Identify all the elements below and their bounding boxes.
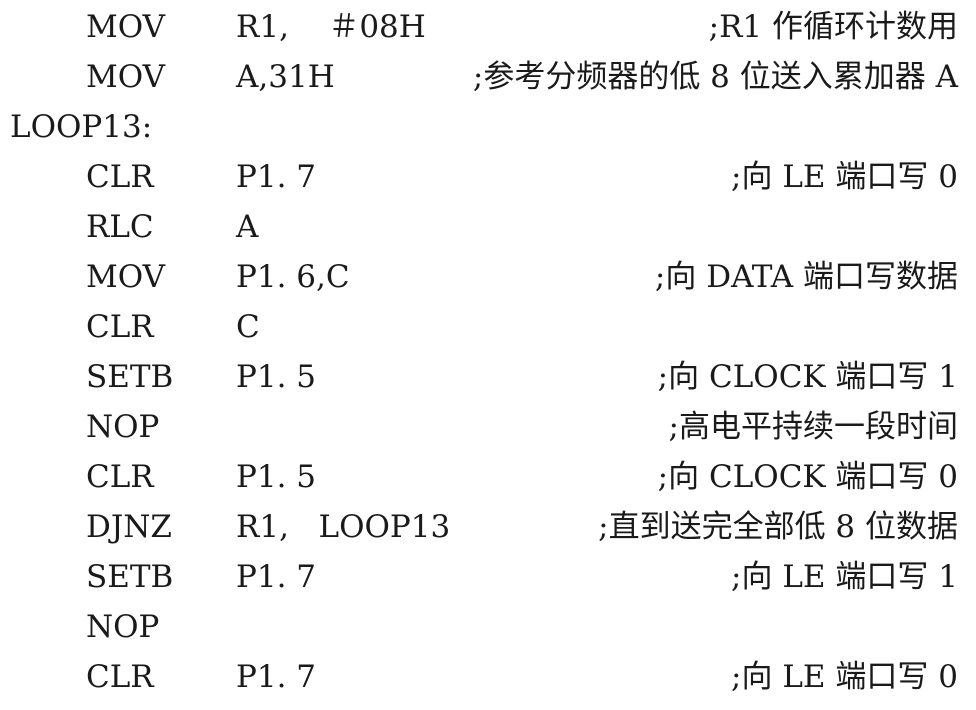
- line-comment: ;参考分频器的低 8 位送入累加器 A: [472, 59, 958, 95]
- line-operands: A: [236, 209, 259, 245]
- line-opcode: SETB: [86, 559, 174, 595]
- line-comment: ;高电平持续一段时间: [668, 409, 958, 445]
- line-operands: P1. 6,C: [236, 259, 350, 295]
- code-line: CLR C: [0, 302, 976, 352]
- line-operands: P1. 5: [236, 359, 317, 395]
- line-comment: ;R1 作循环计数用: [708, 9, 958, 45]
- line-operands: R1, LOOP13: [236, 509, 451, 545]
- line-operands: P1. 7: [236, 559, 317, 595]
- line-operands: A,31H: [236, 59, 335, 95]
- line-comment: ;向 CLOCK 端口写 0: [657, 459, 958, 495]
- line-opcode: CLR: [86, 159, 154, 195]
- code-line: CLR P1. 7 ;向 LE 端口写 0: [0, 652, 976, 702]
- line-comment: ;向 CLOCK 端口写 1: [657, 359, 958, 395]
- code-line: CLR P1. 7 ;向 LE 端口写 0: [0, 152, 976, 202]
- line-operands: C: [236, 309, 260, 345]
- line-operands: R1, ＃08H: [236, 9, 426, 45]
- line-opcode: MOV: [86, 9, 165, 45]
- line-opcode: CLR: [86, 309, 154, 345]
- code-line: LOOP13:: [0, 102, 976, 152]
- line-opcode: NOP: [86, 609, 160, 645]
- code-line: MOV R1, ＃08H ;R1 作循环计数用: [0, 2, 976, 52]
- line-operands: P1. 7: [236, 659, 317, 695]
- code-line: SETB P1. 5 ;向 CLOCK 端口写 1: [0, 352, 976, 402]
- line-opcode: CLR: [86, 459, 154, 495]
- code-line: DJNZ R1, LOOP13 ;直到送完全部低 8 位数据: [0, 502, 976, 552]
- line-opcode: MOV: [86, 259, 165, 295]
- code-line: MOV A,31H ;参考分频器的低 8 位送入累加器 A: [0, 52, 976, 102]
- line-opcode: SETB: [86, 359, 174, 395]
- line-opcode: RLC: [86, 209, 154, 245]
- line-comment: ;向 LE 端口写 0: [731, 659, 958, 695]
- line-opcode: CLR: [86, 659, 154, 695]
- line-operands: P1. 5: [236, 459, 317, 495]
- code-line: CLR P1. 5 ;向 CLOCK 端口写 0: [0, 452, 976, 502]
- code-line: RLC A: [0, 202, 976, 252]
- line-opcode: DJNZ: [86, 509, 172, 545]
- line-opcode: MOV: [86, 59, 165, 95]
- line-comment: ;直到送完全部低 8 位数据: [598, 509, 958, 545]
- line-comment: ;向 LE 端口写 0: [731, 159, 958, 195]
- line-comment: ;向 DATA 端口写数据: [654, 259, 958, 295]
- line-comment: ;向 LE 端口写 1: [731, 559, 958, 595]
- code-line: MOV P1. 6,C ;向 DATA 端口写数据: [0, 252, 976, 302]
- code-line: NOP: [0, 602, 976, 652]
- code-line: SETB P1. 7 ;向 LE 端口写 1: [0, 552, 976, 602]
- code-line: NOP ;高电平持续一段时间: [0, 402, 976, 452]
- line-label: LOOP13:: [10, 109, 153, 145]
- line-operands: P1. 7: [236, 159, 317, 195]
- line-opcode: NOP: [86, 409, 160, 445]
